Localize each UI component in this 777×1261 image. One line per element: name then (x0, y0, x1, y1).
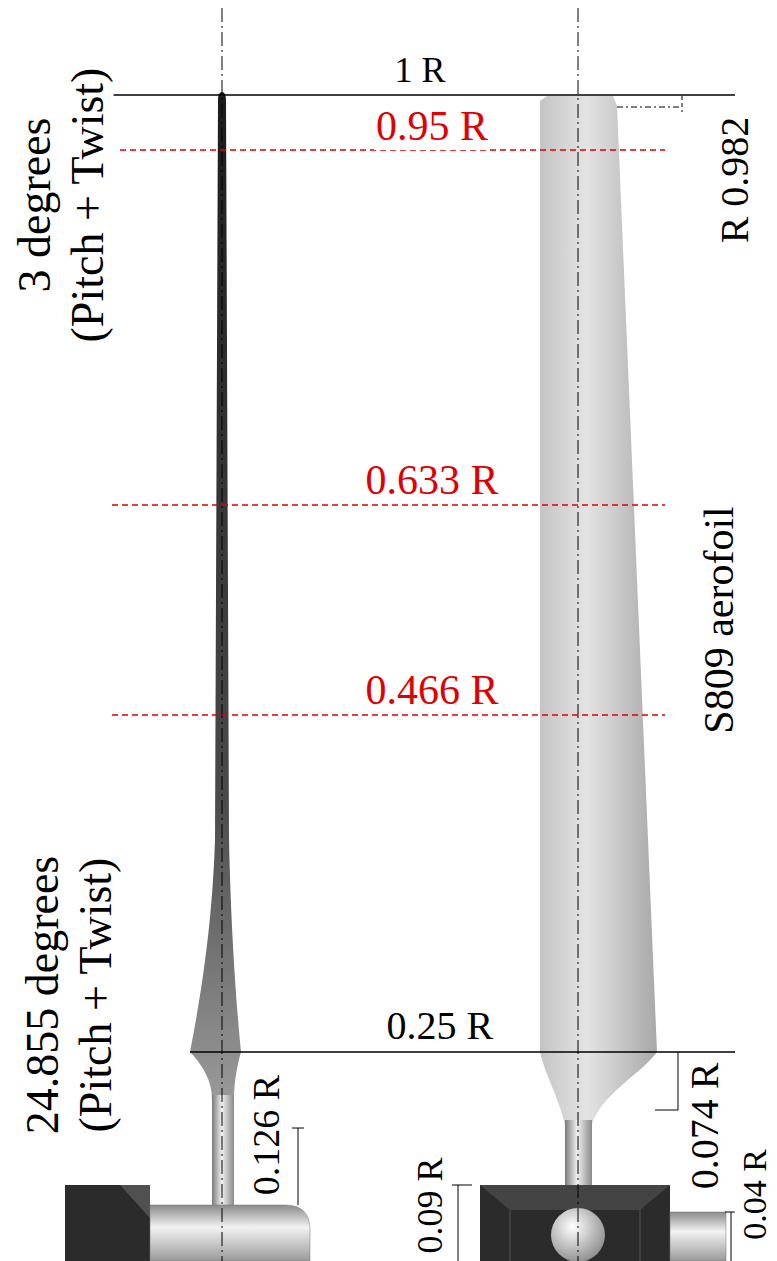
nacelle-block (480, 1185, 670, 1261)
station-label: 1 R (393, 50, 448, 91)
centre-line (578, 8, 579, 1261)
dimension-tick (452, 1185, 472, 1186)
dimension-label: 0.09 R (410, 1155, 451, 1255)
dimension-label: R 0.982 (712, 115, 758, 246)
dimension-line (458, 1185, 459, 1261)
angle-label: 24.855 degrees (Pitch + Twist) (15, 853, 121, 1138)
dimension-line (678, 1052, 679, 1110)
tip-marker (617, 107, 682, 108)
hub-cylinder (670, 1212, 726, 1261)
nacelle-block (65, 1185, 150, 1261)
station-line (95, 94, 735, 96)
station-label: 0.25 R (385, 1003, 496, 1049)
root-cylinder (212, 1095, 234, 1207)
nacelle-edge (640, 1210, 641, 1261)
tip-marker (682, 96, 683, 112)
dimension-tick (655, 1110, 678, 1111)
station-line (190, 1051, 735, 1053)
blade-planform (540, 96, 657, 1125)
dimension-tick (292, 1128, 304, 1129)
nacelle-bevel (480, 1185, 670, 1210)
centre-line (222, 8, 223, 1261)
hub-cylinder (150, 1205, 310, 1261)
section-label: 0.95 R (374, 102, 490, 150)
nacelle-bevel (120, 1185, 150, 1218)
section-label: 0.633 R (364, 456, 501, 504)
section-label: 0.466 R (364, 666, 501, 714)
section-line (112, 714, 665, 716)
dimension-line (298, 1128, 299, 1205)
dimension-label: 0.126 R (244, 1073, 288, 1197)
dimension-label: 0.074 R (682, 1061, 728, 1192)
blade-side-view (190, 92, 241, 1100)
aerofoil-label: S809 aerofoil (694, 504, 742, 735)
angle-label: 3 degrees (Pitch + Twist) (7, 65, 113, 346)
dimension-label: 0.04 R (734, 1147, 773, 1242)
dimension-line (731, 1212, 732, 1261)
nacelle-edge (510, 1210, 511, 1261)
section-line (112, 504, 665, 506)
